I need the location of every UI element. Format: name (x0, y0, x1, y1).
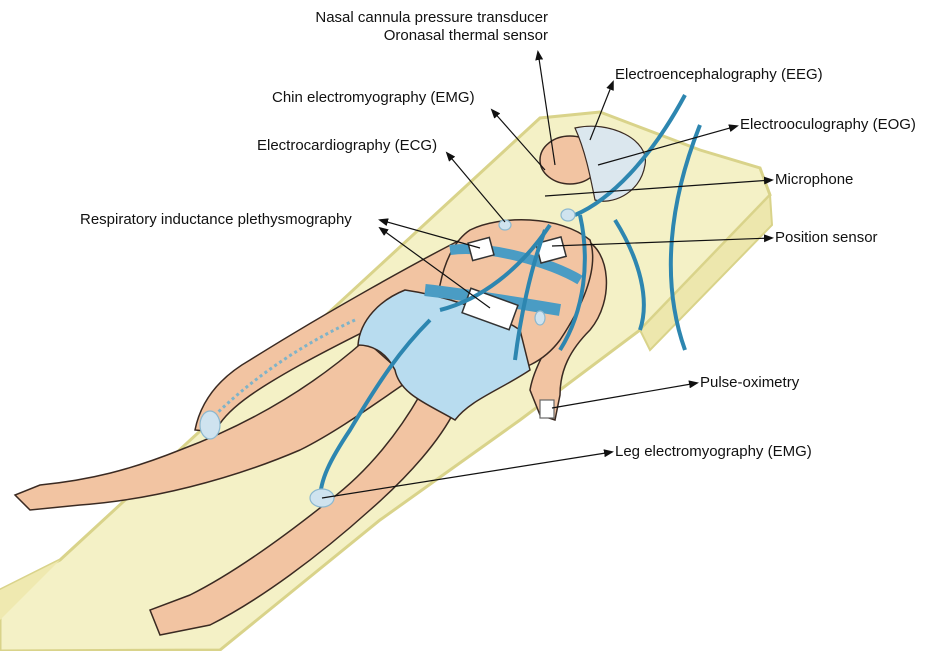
label-chin-emg: Chin electromyography (EMG) (272, 89, 475, 107)
label-nasal-cannula: Nasal cannula pressure transducer (283, 9, 548, 27)
label-leg-emg: Leg electromyography (EMG) (615, 443, 812, 461)
label-ecg: Electrocardiography (ECG) (257, 137, 437, 155)
label-position: Position sensor (775, 229, 878, 247)
label-pulse-ox: Pulse-oximetry (700, 374, 799, 392)
label-rip: Respiratory inductance plethysmography (80, 211, 352, 229)
label-eog: Electrooculography (EOG) (740, 116, 916, 134)
label-microphone: Microphone (775, 171, 853, 189)
label-oronasal: Oronasal thermal sensor (283, 27, 548, 45)
label-eeg: Electroencephalography (EEG) (615, 66, 823, 84)
